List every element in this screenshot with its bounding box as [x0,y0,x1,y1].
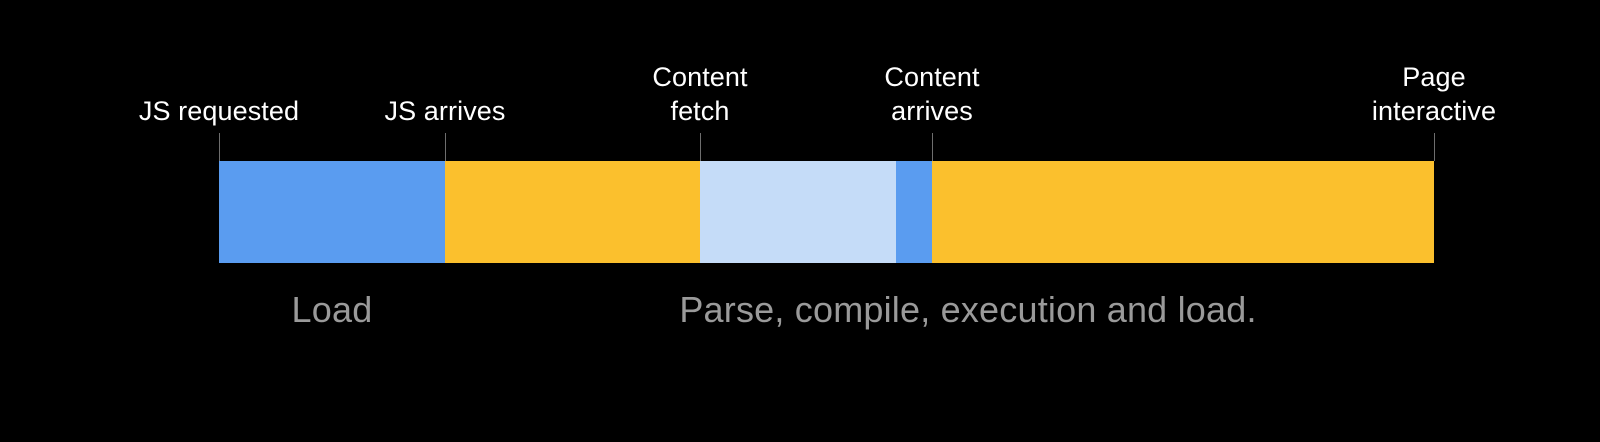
tick-content-arrives [932,133,933,161]
segment-parse-compile-execute-2 [932,161,1434,263]
marker-line: JS requested [138,96,300,126]
marker-line: Page [1402,62,1466,92]
marker-label-content-arrives: Content arrives [884,60,979,128]
caption-load: Load [291,289,373,330]
marker-line: JS arrives [384,96,506,126]
tick-content-fetch [700,133,701,161]
marker-line: interactive [1371,96,1497,126]
marker-line: arrives [891,96,973,126]
tick-page-interactive [1434,133,1435,161]
segment-content-fetch-wait [700,161,896,263]
segment-load [219,161,445,263]
marker-label-content-fetch: Content fetch [652,60,747,128]
segment-content-load [896,161,932,263]
tick-js-requested [219,133,220,161]
marker-label-js-requested: JS requested [139,94,299,128]
marker-line: fetch [670,96,730,126]
marker-line: Content [652,62,748,92]
timeline-bar [219,161,1434,263]
caption-parse-compile-execution-and-load: Parse, compile, execution and load. [679,289,1257,330]
tick-js-arrives [445,133,446,161]
marker-line: Content [884,62,980,92]
marker-label-page-interactive: Page interactive [1372,60,1496,128]
segment-parse-compile-execute-1 [445,161,700,263]
marker-label-js-arrives: JS arrives [384,94,505,128]
